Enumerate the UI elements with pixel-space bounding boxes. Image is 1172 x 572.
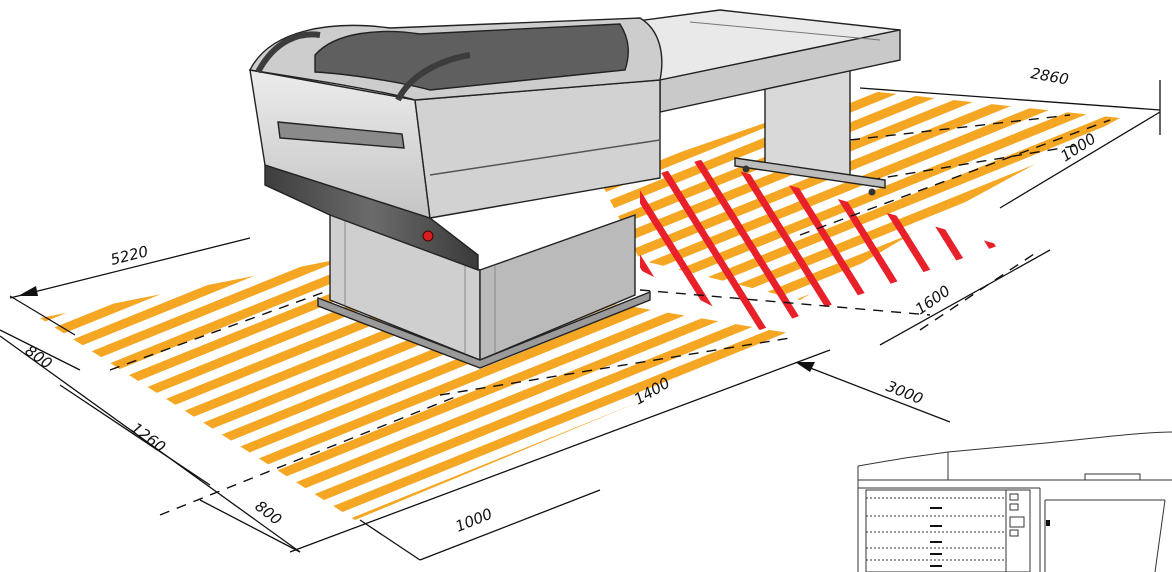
power-indicator [422, 230, 434, 242]
dim-2860: 2860 [1029, 64, 1070, 88]
dim-1260: 1260 [128, 419, 169, 456]
machine-support-stand [734, 59, 886, 196]
dim-800-left: 800 [22, 342, 56, 373]
machine-illustration [248, 9, 901, 369]
machine-base [317, 208, 651, 369]
clearance-zone-left [40, 258, 800, 520]
machine-housing [248, 17, 663, 272]
restricted-zone [640, 160, 1000, 330]
front-view-inset [857, 431, 1172, 572]
dim-1600: 1600 [912, 282, 954, 319]
dim-800-bottom: 800 [252, 497, 286, 529]
dim-3000: 3000 [884, 377, 926, 408]
dimension-lines [0, 80, 1161, 561]
boundary-dashed-lines [109, 114, 1111, 516]
dim-1000-bottom: 1000 [453, 505, 495, 536]
